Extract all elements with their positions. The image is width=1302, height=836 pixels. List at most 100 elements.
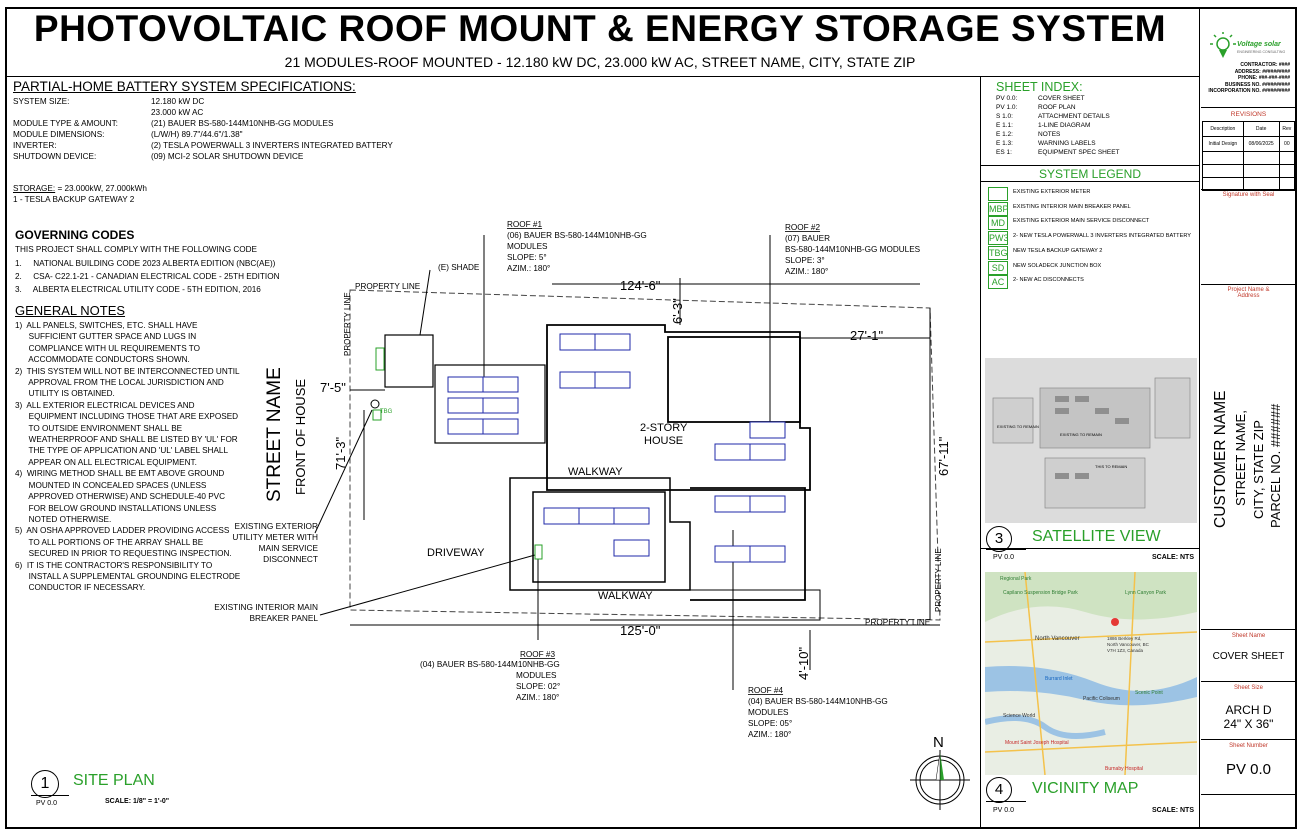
roof4-azimuth: AZIM.: 180° (748, 730, 791, 739)
vicinity-map-sketch: Regional Park Capilano Suspension Bridge… (985, 572, 1197, 775)
legend-symbol (988, 187, 1008, 201)
sheet-size-block: Sheet Size ARCH D 24" X 36" (1201, 682, 1296, 740)
sheet-index-name: ATTACHMENT DETAILS (1038, 113, 1110, 120)
solar-logo-icon (1210, 32, 1236, 58)
sheet-subtitle: 21 MODULES-ROOF MOUNTED - 12.180 kW DC, … (284, 54, 916, 70)
revisions-header-cell: Rev (1278, 121, 1296, 137)
legend-divider (981, 181, 1199, 182)
sheet-index-name: 1-LINE DIAGRAM (1038, 122, 1091, 129)
sheet-size-2: 24" X 36" (1223, 717, 1274, 731)
revisions-empty-row (1202, 151, 1296, 165)
site-plan-view-number: 1 (31, 770, 59, 798)
legend-text: EXISTING INTERIOR MAIN BREAKER PANEL (1013, 203, 1131, 210)
legend-text: NEW SOLADECK JUNCTION BOX (1013, 262, 1102, 269)
site-plan-drawing: ROOF #1 (06) BAUER BS-580-144M10NHB-GG M… (314, 220, 941, 739)
dimension-67-11: 67'-11" (936, 436, 951, 476)
sheet-index-code: PV 0.0: (996, 95, 1018, 102)
satellite-divider (981, 548, 1199, 549)
revisions-empty-row (1202, 164, 1296, 178)
note-line: ACCOMMODATE CONDUCTORS SHOWN. (15, 355, 190, 365)
note-line: 2) THIS SYSTEM WILL NOT BE INTERCONNECTE… (15, 366, 240, 376)
note-line: THE TYPE OF APPLICATION AND 'UL' LABEL S… (15, 446, 229, 456)
note-line: 1) ALL PANELS, SWITCHES, ETC. SHALL HAVE (15, 321, 198, 330)
sheet-name: COVER SHEET (1212, 651, 1285, 662)
dimension-71-3: 71'-3" (333, 436, 348, 470)
street-name-label: STREET NAME (264, 367, 285, 502)
roof3-azimuth: AZIM.: 180° (516, 693, 559, 702)
sheet-title: PHOTOVOLTAIC ROOF MOUNT & ENERGY STORAGE… (33, 8, 1167, 49)
house-label-1: 2-STORY (640, 422, 688, 434)
parcel-number: PARCEL NO. ###### (1268, 403, 1283, 528)
company-logo-block: Voltage solar ENGINEERING CONSULTING CON… (1201, 10, 1296, 108)
signature-block: Signature with Seal (1201, 190, 1296, 285)
note-line: 5) AN OSHA APPROVED LADDER PROVIDING ACC… (15, 526, 230, 536)
map-label-1: Regional Park (1000, 576, 1032, 582)
sheet-number-label: Sheet Number (1229, 743, 1268, 749)
satellite-image: EXISTING TO REMAIN EXISTING TO REMAIN TH… (985, 358, 1197, 523)
note-line: TO OUTSIDE ENVIRONMENT SHALL BE (15, 423, 183, 433)
meter-note-line: UTILITY METER WITH (232, 532, 318, 542)
meter-note-line: MAIN SERVICE (258, 543, 318, 553)
customer-street: STREET NAME, (1233, 410, 1248, 506)
roof3-slope: SLOPE: 02° (516, 682, 560, 691)
spec-value: 23.000 kW AC (151, 108, 204, 117)
note-line: WEATHERPROOF AND SHALL BE LISTED BY 'UL'… (15, 435, 238, 445)
house-label-2: HOUSE (644, 435, 683, 447)
satellite-label-3: THIS TO REMAIN (1095, 464, 1127, 469)
property-line-right: PROPERTY LINE (934, 548, 943, 612)
dimension-125: 125'-0" (620, 623, 661, 638)
legend-heading: SYSTEM LEGEND (1038, 167, 1142, 181)
gateway-line: 1 - TESLA BACKUP GATEWAY 2 (13, 195, 135, 204)
revisions-header-cell: Description (1202, 121, 1244, 137)
note-line: APPROVAL FROM THE LOCAL JURISDICTION AND (15, 378, 224, 388)
storage-line: STORAGE: = 23.000kW, 27.000kWh (13, 184, 147, 193)
company-name: Voltage solar (1237, 41, 1281, 48)
titleblock-divider (1199, 7, 1200, 829)
sheet-index-heading: SHEET INDEX: (996, 80, 1083, 94)
contractor-line: INCORPORATION NO. ########## (1208, 88, 1290, 94)
legend-text: 2- NEW AC DISCONNECTS (1013, 277, 1084, 284)
company-subtitle: ENGINEERING CONSULTING (1237, 50, 1286, 54)
legend-text: NEW TESLA BACKUP GATEWAY 2 (1013, 247, 1103, 254)
sheet-index-item: PV 1.0:ROOF PLAN (996, 103, 1120, 112)
note-line: SECURED IN PRIOR TO REQUESTING INSPECTIO… (15, 549, 232, 559)
revisions-header-cell: Date (1242, 121, 1280, 137)
roof1-slope: SLOPE: 5° (507, 253, 547, 262)
roof4-label: ROOF #4 (748, 686, 783, 695)
note-line: EQUIPMENT INCLUDING THOSE THAT ARE EXPOS… (15, 412, 239, 422)
site-plan-sheet-ref: PV 0.0 (36, 800, 58, 807)
satellite-view-number: 3 (986, 526, 1012, 552)
project-heading: Project Name & Address (1227, 287, 1270, 299)
legend-symbol: TBG (988, 245, 1008, 260)
legend-text: 2- NEW TESLA POWERWALL 3 INVERTERS INTEG… (1013, 233, 1192, 240)
sheet-index-code: PV 1.0: (996, 104, 1018, 111)
spec-row: SYSTEM SIZE:12.180 kW DC (13, 96, 433, 107)
spec-label: MODULE DIMENSIONS: (13, 130, 105, 139)
legend-symbol: AC (988, 275, 1008, 290)
sheet-index-item: S 1.0:ATTACHMENT DETAILS (996, 112, 1120, 121)
map-label-9: Scenic Point (1135, 690, 1163, 696)
legend-text: EXISTING EXTERIOR MAIN SERVICE DISCONNEC… (1013, 218, 1150, 225)
roof2-azimuth: AZIM.: 180° (785, 267, 828, 276)
map-label-2: Capilano Suspension Bridge Park (1003, 590, 1078, 596)
note-line: APPEAR ON ALL ELECTRICAL EQUIPMENT. (15, 457, 197, 467)
revisions-cell: 00 (1278, 136, 1296, 152)
panel-note-line: BREAKER PANEL (249, 613, 318, 623)
sheet-index-item: ES 1:EQUIPMENT SPEC SHEET (996, 148, 1120, 157)
vicinity-scale: SCALE: NTS (1152, 807, 1194, 814)
sheet-number: PV 0.0 (1225, 761, 1272, 778)
vicinity-view-number: 4 (986, 777, 1012, 803)
legend-symbol: MBP (988, 201, 1009, 216)
note-line: FOR BELOW GROUND INSTALLATIONS UNLESS (15, 503, 217, 513)
meter-note-line: DISCONNECT (263, 554, 318, 564)
dimension-6-3: 6'-3" (670, 298, 685, 324)
spec-label: SHUTDOWN DEVICE: (13, 152, 97, 161)
front-of-house-label: FRONT OF HOUSE (293, 378, 308, 495)
satellite-sketch: EXISTING TO REMAIN EXISTING TO REMAIN TH… (985, 358, 1197, 523)
shade-label: (E) SHADE (438, 263, 480, 272)
